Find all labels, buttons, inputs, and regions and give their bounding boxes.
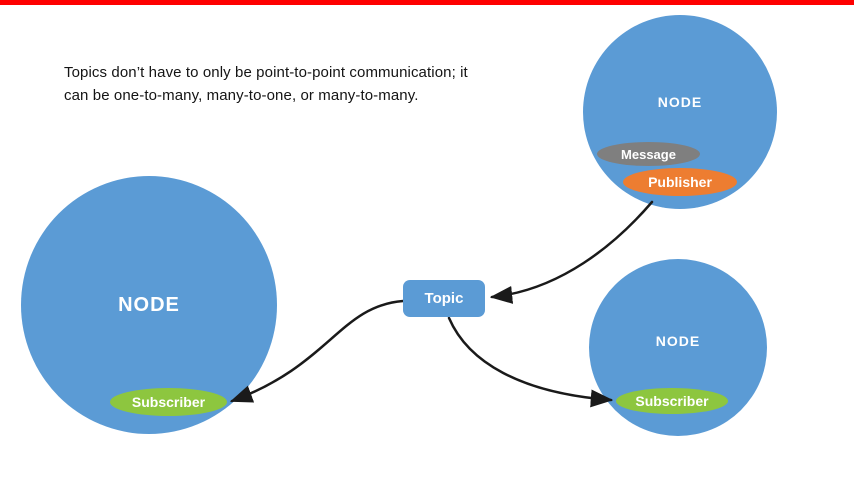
arrow-topic-to-right-subscriber xyxy=(447,316,614,408)
caption-line-1: Topics don’t have to only be point-to-po… xyxy=(64,64,468,81)
subscriber-badge-right-label: Subscriber xyxy=(635,393,709,409)
publisher-badge-label: Publisher xyxy=(648,174,712,190)
subscriber-badge-left-label: Subscriber xyxy=(131,394,206,410)
caption-line-2: can be one-to-many, many-to-one, or many… xyxy=(64,87,419,104)
node-label-bottom-right: NODE xyxy=(655,332,701,349)
node-label-top-right: NODE xyxy=(657,94,703,110)
publisher-badge: Publisher xyxy=(623,168,737,196)
message-badge-label: Message xyxy=(621,146,676,162)
subscriber-badge-right: Subscriber xyxy=(616,388,728,414)
subscriber-badge-left: Subscriber xyxy=(110,388,227,416)
caption-text: Topics don’t have to only be point-to-po… xyxy=(64,61,468,107)
node-label-left: NODE xyxy=(118,293,180,316)
topic-box: Topic xyxy=(403,280,485,317)
topic-label: Topic xyxy=(424,290,464,307)
top-red-bar xyxy=(0,0,854,5)
message-badge: Message xyxy=(597,142,700,166)
